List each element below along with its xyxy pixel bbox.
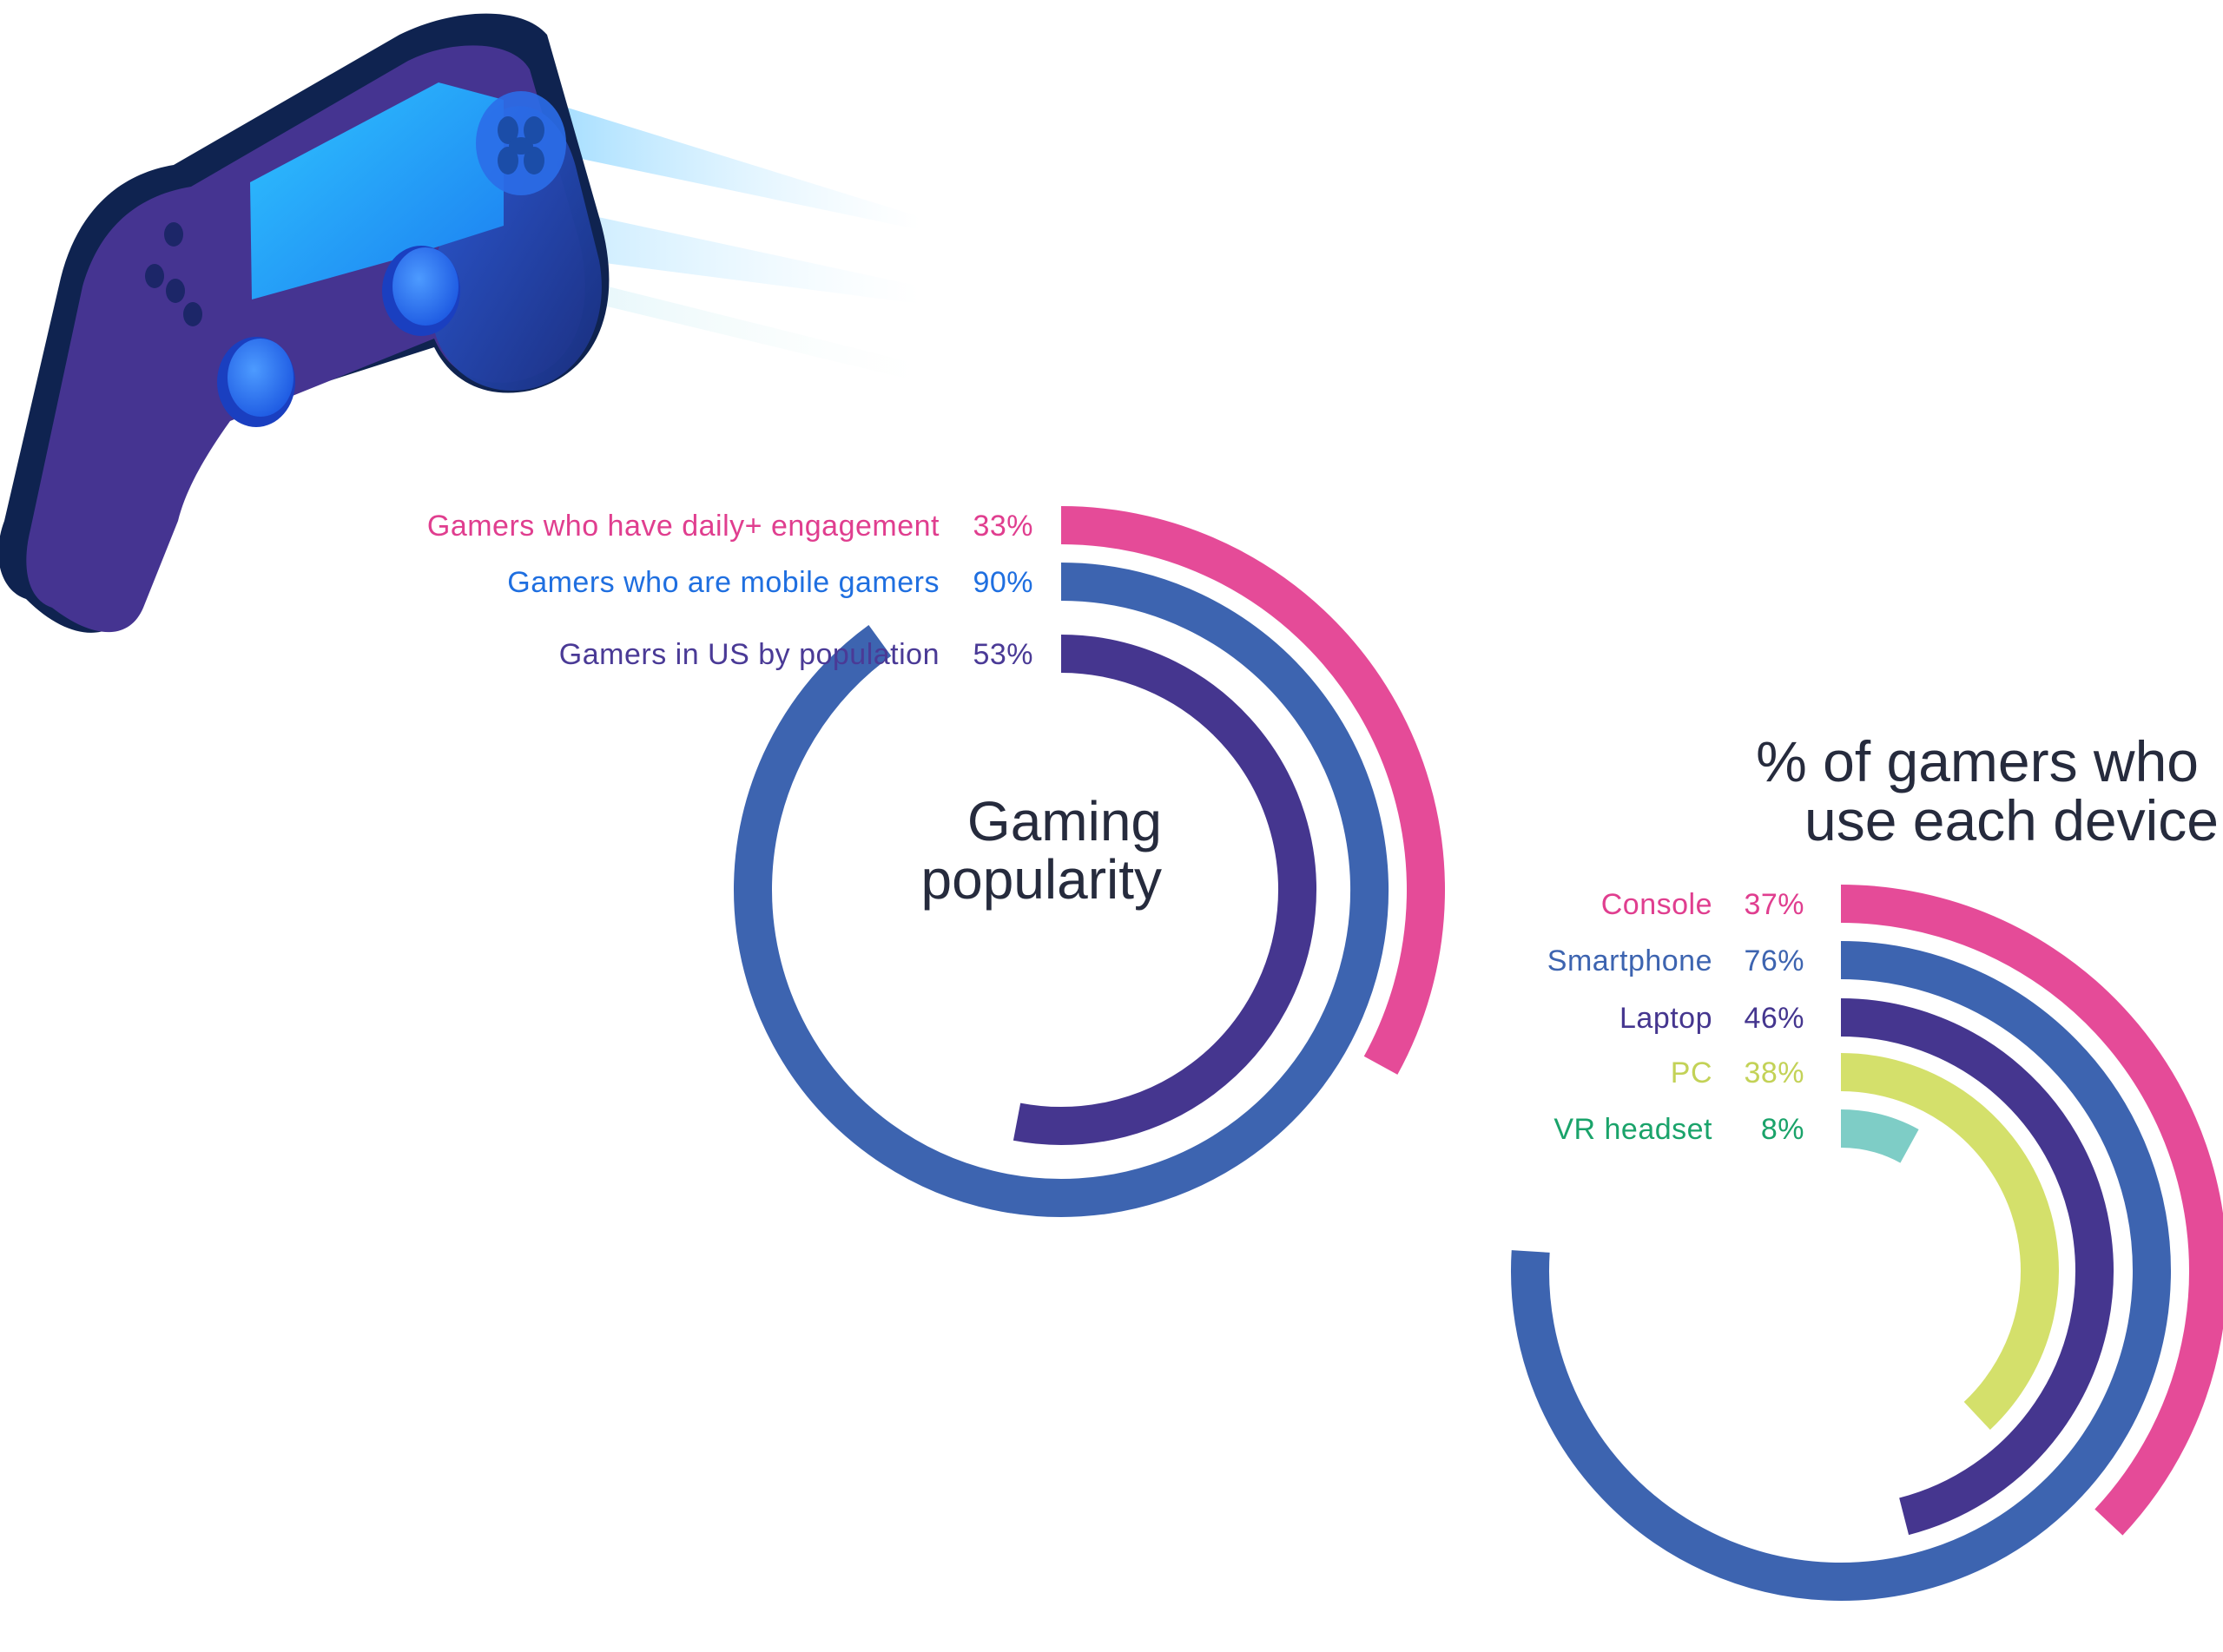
series-value-label: 53%: [973, 638, 1033, 671]
device-usage-title-line1: % of gamers who: [1756, 729, 2199, 793]
gaming-popularity-title-line2: popularity: [921, 848, 1163, 911]
radial-bar-smartphone: [1511, 941, 2171, 1601]
gaming-popularity-title-line1: Gaming: [967, 790, 1162, 852]
series-label: PC: [1671, 1056, 1712, 1089]
gamepad-icon: [0, 13, 920, 633]
series-label: Smartphone: [1547, 944, 1712, 977]
gaming-popularity-labels: Gamers who have daily+ engagement 33% Game…: [427, 510, 1033, 671]
series-value-label: 90%: [973, 566, 1033, 599]
series-label: Gamers who have daily+ engagement: [427, 510, 940, 543]
series-value-label: 38%: [1744, 1056, 1804, 1089]
device-usage-arcs: [1511, 885, 2223, 1601]
radial-bar-gamers-who-have-daily-engagement: [1060, 506, 1445, 1075]
series-value-label: 37%: [1744, 888, 1804, 921]
radial-bar-console: [1840, 885, 2223, 1536]
series-label: Gamers who are mobile gamers: [507, 566, 940, 599]
radial-bar-laptop: [1840, 998, 2114, 1536]
gaming-popularity-arcs: [734, 506, 1445, 1217]
radial-bar-pc: [1840, 1053, 2059, 1430]
gaming-popularity-chart: Gamers who have daily+ engagement 33% Game…: [427, 506, 1445, 1217]
series-value-label: 33%: [973, 510, 1033, 543]
series-value-label: 8%: [1761, 1113, 1804, 1146]
device-usage-chart: % of gamers who use each device Console 3…: [1511, 729, 2223, 1601]
series-label: VR headset: [1553, 1113, 1712, 1146]
series-value-label: 76%: [1744, 944, 1804, 977]
device-usage-labels: Console 37% Smartphone 76% Laptop 46% PC 38% VR …: [1547, 888, 1804, 1146]
series-value-label: 46%: [1744, 1002, 1804, 1035]
radial-bar-gamers-in-us-by-population: [1013, 635, 1316, 1145]
radial-bar-vr-headset: [1840, 1109, 1919, 1163]
series-label: Console: [1601, 888, 1712, 921]
device-usage-title-line2: use each device: [1804, 788, 2219, 852]
series-label: Laptop: [1619, 1002, 1712, 1035]
radial-bar-gamers-who-are-mobile-gamers: [734, 563, 1389, 1217]
series-label: Gamers in US by population: [559, 638, 940, 671]
